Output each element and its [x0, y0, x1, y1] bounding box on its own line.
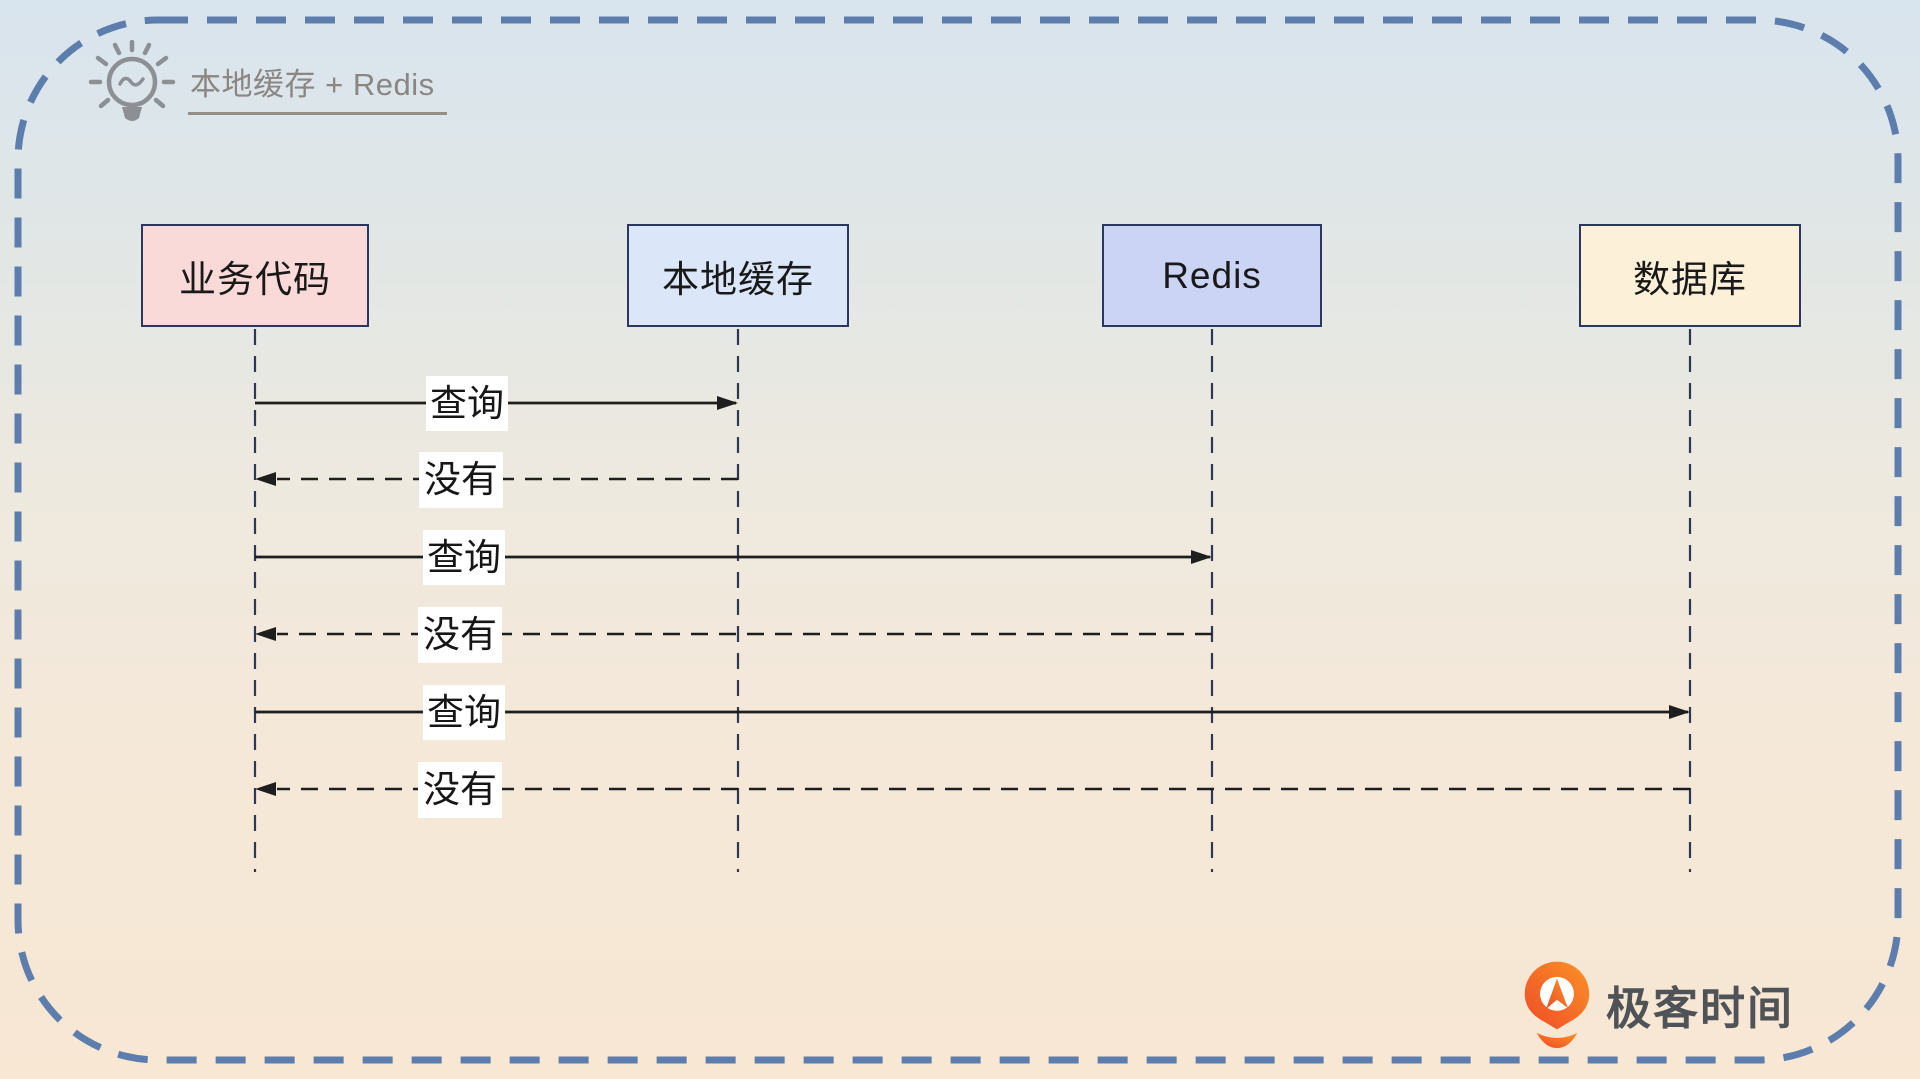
- actor-label: 业务代码: [179, 258, 331, 300]
- title-row: 本地缓存 + Redis: [86, 40, 447, 132]
- diagram-title: 本地缓存 + Redis: [188, 59, 447, 115]
- message-label: 没有: [424, 459, 498, 500]
- message-label-bg: [418, 607, 502, 663]
- message-label: 查询: [427, 692, 501, 733]
- arrowhead-left-icon: [255, 472, 276, 486]
- actor-local-cache: 本地缓存: [627, 224, 849, 327]
- message-label-bg: [423, 530, 505, 585]
- lightbulb-icon: [88, 40, 176, 121]
- message-label-bg: [426, 376, 508, 431]
- message-query-redis: 查询: [255, 530, 1212, 585]
- geektime-logo: 极客时间: [1518, 958, 1794, 1050]
- geektime-pin-icon: [1524, 961, 1590, 1049]
- actor-label: 本地缓存: [662, 258, 814, 300]
- actor-label: 数据库: [1633, 258, 1747, 300]
- actor-redis: Redis: [1102, 224, 1322, 327]
- geektime-logo-text: 极客时间: [1606, 982, 1795, 1034]
- message-label-bg: [419, 452, 503, 508]
- arrowhead-right-icon: [717, 396, 738, 410]
- message-label-bg: [418, 762, 502, 818]
- message-query-database: 查询: [255, 685, 1690, 740]
- message-label: 没有: [423, 614, 497, 655]
- message-label: 没有: [423, 769, 497, 810]
- message-none-from-local-cache: 没有: [255, 452, 738, 508]
- actor-business-code: 业务代码: [141, 224, 369, 327]
- actor-database: 数据库: [1579, 224, 1801, 327]
- message-label: 查询: [430, 383, 504, 424]
- dashed-border-frame: [14, 16, 1902, 1064]
- arrowhead-right-icon: [1669, 705, 1690, 719]
- actor-label: Redis: [1162, 254, 1262, 296]
- message-label-bg: [423, 685, 505, 740]
- arrowhead-left-icon: [255, 627, 276, 641]
- message-none-from-database: 没有: [255, 762, 1690, 818]
- arrowhead-left-icon: [255, 782, 276, 796]
- message-label: 查询: [427, 537, 501, 578]
- message-query-local-cache: 查询: [255, 376, 738, 431]
- arrowhead-right-icon: [1191, 550, 1212, 564]
- message-none-from-redis: 没有: [255, 607, 1212, 663]
